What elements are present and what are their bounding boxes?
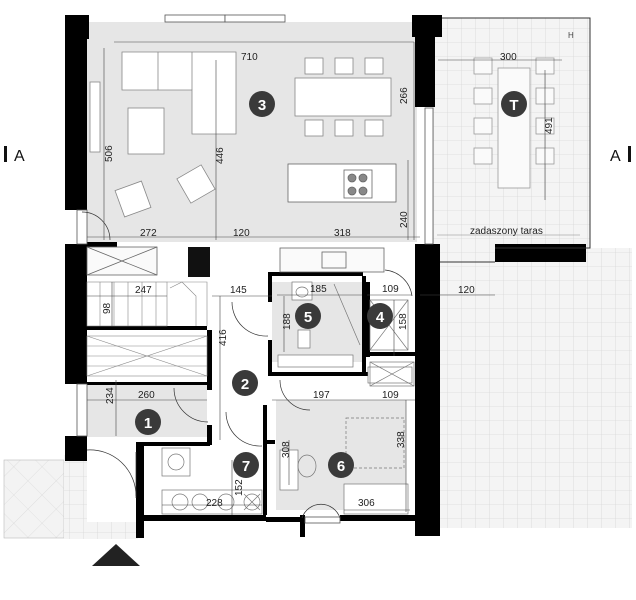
dim-306: 306 [358,498,375,509]
section-markers: A A [4,146,631,165]
room-number-1: 1 [144,415,152,432]
dim-491: 491 [544,117,555,134]
section-label-right: A [610,148,621,165]
dimension-lines [87,41,562,515]
terrace-table [473,57,555,189]
dim-120b: 120 [458,285,475,296]
entrance-arrow-icon [92,544,140,566]
dim-145: 145 [230,285,247,296]
section-label-left: A [14,148,25,165]
dim-300: 300 [500,52,517,63]
terrace-outline [440,17,591,263]
room-markers: 3 T 5 4 2 1 7 6 [135,91,527,478]
dim-152: 152 [234,479,245,496]
dim-109b: 109 [382,390,399,401]
bathroom-fixtures [279,366,413,515]
dim-266: 266 [399,87,410,104]
room-number-7: 7 [242,458,250,475]
entrance-tiles [3,459,65,539]
dining-table [294,57,392,137]
dim-234: 234 [105,387,116,404]
dim-240: 240 [399,211,410,228]
dimension-labels: 710 300 266 491 506 446 240 272 120 318 … [102,52,555,509]
utility-fixtures [161,447,263,515]
bath-fixtures [277,281,415,387]
room-number-T: T [509,97,518,114]
section-marker-left [4,146,7,162]
room-number-5: 5 [304,309,312,326]
terrace-label: zadaszony taras [470,226,543,237]
room-marker-2: 2 [232,370,258,396]
dim-416: 416 [218,329,229,346]
room-marker-6: 6 [328,452,354,478]
room-number-3: 3 [258,97,266,114]
kitchen [86,163,397,276]
room-number-2: 2 [241,376,249,393]
dim-120a: 120 [233,228,250,239]
dim-318: 318 [334,228,351,239]
dim-338: 338 [396,431,407,448]
dim-197: 197 [313,390,330,401]
dim-506: 506 [104,145,115,162]
inner-walls [87,242,416,515]
section-marker-right [628,146,631,162]
windows [76,14,434,524]
room-number-6: 6 [337,458,345,475]
dim-446: 446 [215,147,226,164]
room-marker-5: 5 [295,303,321,329]
dim-98: 98 [102,302,113,314]
height-mark: H [568,31,574,40]
dim-710: 710 [241,52,258,63]
dim-308: 308 [281,441,292,458]
room-marker-T: T [501,91,527,117]
dim-272: 272 [140,228,157,239]
room-number-4: 4 [376,309,385,326]
outer-walls [65,15,586,538]
living-furniture [89,51,237,218]
room-marker-7: 7 [233,452,259,478]
dim-228: 228 [206,498,223,509]
dim-109a: 109 [382,284,399,295]
dim-260: 260 [138,390,155,401]
terrace-tiles-lower [432,248,632,528]
stairs [86,281,208,377]
dim-247: 247 [135,285,152,296]
door-swings [81,211,413,519]
room-marker-3: 3 [249,91,275,117]
dim-158: 158 [398,313,409,330]
dim-185: 185 [310,284,327,295]
room-marker-4: 4 [367,303,393,329]
room-marker-1: 1 [135,409,161,435]
dim-188: 188 [282,313,293,330]
